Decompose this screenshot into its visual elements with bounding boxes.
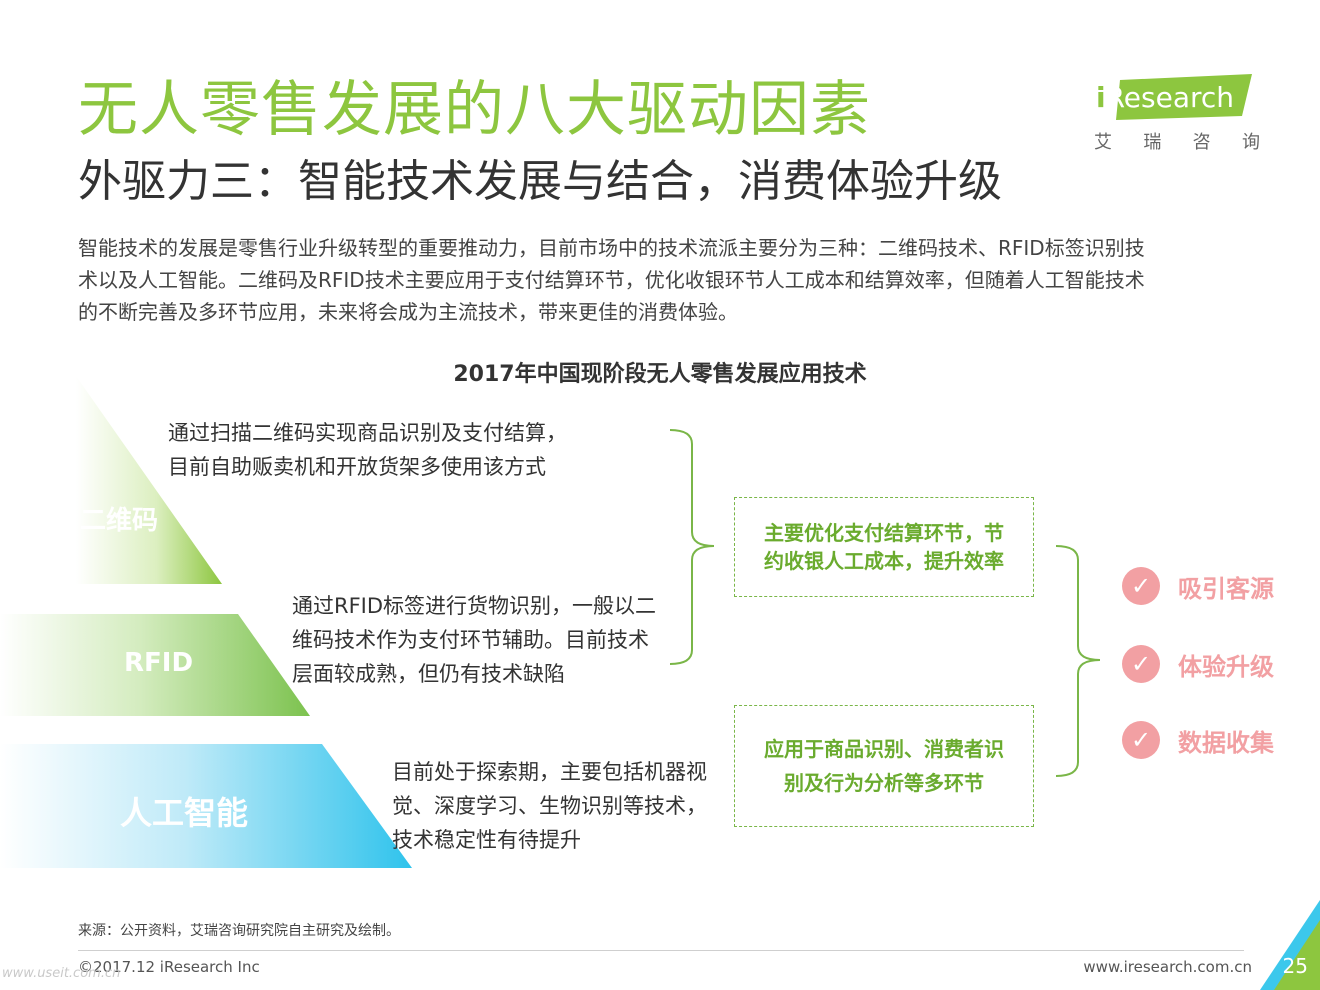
logo-char: 瑞: [1143, 132, 1162, 153]
logo-char: 咨: [1192, 132, 1211, 153]
footer-divider: [78, 950, 1244, 951]
desc-line: 通过RFID标签进行货物识别，一般以二: [292, 594, 657, 618]
rfid-shape: [0, 614, 310, 716]
qrcode-shape: [76, 376, 222, 584]
page-number: 25: [1282, 954, 1308, 978]
intro-line: 智能技术的发展是零售行业升级转型的重要推动力，目前市场中的技术流派主要分为三种：…: [78, 236, 1145, 260]
logo-char: 艾: [1094, 132, 1112, 153]
benefit-attract-customers: ✓ 吸引客源: [1122, 566, 1274, 606]
technology-shapes: [0, 376, 412, 868]
outcome-line: 应用于商品识别、消费者识: [764, 737, 1004, 761]
logo-i: i: [1096, 81, 1106, 114]
benefit-data-collection: ✓ 数据收集: [1122, 720, 1274, 760]
intro-line: 的不断完善及多环节应用，未来将会成为主流技术，带来更佳的消费体验。: [78, 300, 738, 324]
website-link[interactable]: www.iresearch.com.cn: [1083, 958, 1252, 976]
tech-label-qrcode: 二维码: [80, 506, 159, 536]
desc-line: 目前自助贩卖机和开放货架多使用该方式: [168, 455, 546, 479]
outcome-line: 约收银人工成本，提升效率: [764, 549, 1004, 573]
copyright: ©2017.12 iResearch Inc: [78, 958, 260, 976]
check-icon: ✓: [1122, 645, 1160, 683]
desc-line: 技术稳定性有待提升: [392, 828, 581, 852]
check-icon: ✓: [1122, 567, 1160, 605]
brace-right: [1055, 545, 1101, 777]
page-subtitle: 外驱力三：智能技术发展与结合，消费体验升级: [78, 156, 1002, 207]
outcome-line: 别及行为分析等多环节: [784, 771, 984, 795]
page-title: 无人零售发展的八大驱动因素: [78, 75, 871, 145]
logo-char: 询: [1241, 132, 1260, 153]
desc-line: 层面较成熟，但仍有技术缺陷: [292, 662, 565, 686]
desc-line: 维码技术作为支付环节辅助。目前技术: [292, 628, 649, 652]
tech-label-rfid: RFID: [124, 648, 194, 678]
source-note: 来源：公开资料，艾瑞咨询研究院自主研究及绘制。: [78, 923, 400, 939]
outcome-box-payment: 主要优化支付结算环节，节 约收银人工成本，提升效率: [734, 497, 1034, 597]
logo-chinese: 艾 瑞 咨 询: [1094, 128, 1260, 154]
benefit-label: 吸引客源: [1178, 574, 1274, 603]
corner-triangle: [1260, 900, 1320, 990]
logo-tag-shape: [1110, 72, 1254, 122]
tech-label-ai: 人工智能: [120, 794, 249, 832]
check-icon: ✓: [1122, 721, 1160, 759]
desc-line: 通过扫描二维码实现商品识别及支付结算，: [168, 421, 567, 445]
benefit-label: 数据收集: [1178, 728, 1274, 757]
benefit-label: 体验升级: [1178, 652, 1274, 681]
diagram-title: 2017年中国现阶段无人零售发展应用技术: [453, 362, 867, 387]
watermark: www.useit.com.cn: [2, 966, 121, 981]
ai-shape: [0, 744, 412, 868]
outcome-line: 主要优化支付结算环节，节: [764, 521, 1004, 545]
desc-line: 觉、深度学习、生物识别等技术，: [392, 794, 707, 818]
benefit-experience-upgrade: ✓ 体验升级: [1122, 644, 1274, 684]
tech-desc-ai: 目前处于探索期，主要包括机器视 觉、深度学习、生物识别等技术， 技术稳定性有待提…: [392, 755, 707, 857]
intro-line: 术以及人工智能。二维码及RFID技术主要应用于支付结算环节，优化收银环节人工成本…: [78, 268, 1145, 292]
desc-line: 目前处于探索期，主要包括机器视: [392, 760, 707, 784]
logo-research: Research: [1105, 81, 1235, 114]
tech-desc-qrcode: 通过扫描二维码实现商品识别及支付结算， 目前自助贩卖机和开放货架多使用该方式: [168, 416, 567, 484]
brace-left: [669, 429, 715, 665]
outcome-box-recognition: 应用于商品识别、消费者识 别及行为分析等多环节: [734, 705, 1034, 827]
intro-paragraph: 智能技术的发展是零售行业升级转型的重要推动力，目前市场中的技术流派主要分为三种：…: [78, 232, 1258, 328]
iresearch-logo: iResearch 艾 瑞 咨 询: [1090, 70, 1260, 160]
tech-desc-rfid: 通过RFID标签进行货物识别，一般以二 维码技术作为支付环节辅助。目前技术 层面…: [292, 589, 656, 691]
logo-wordmark: iResearch: [1096, 78, 1234, 118]
